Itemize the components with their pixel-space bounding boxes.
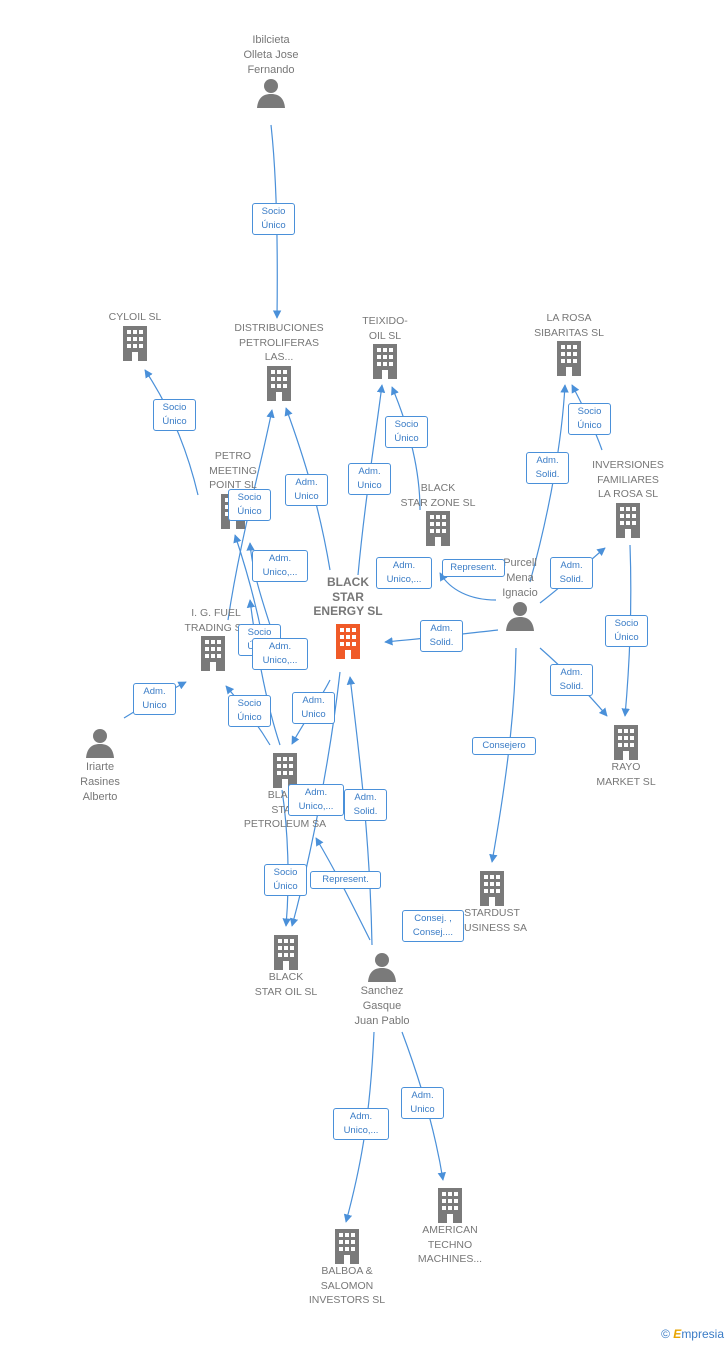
person-node[interactable]: Purcell Mena Ignacio <box>480 556 560 633</box>
node-label: BLACK STAR ENERGY SL <box>313 575 383 618</box>
node-label: I. G. FUEL TRADING SL <box>184 607 247 634</box>
person-icon <box>506 602 534 631</box>
node-label: LA ROSA SIBARITAS SL <box>534 312 604 339</box>
relation-label[interactable]: Adm. Unico,... <box>288 784 344 816</box>
relation-label[interactable]: Adm. Unico <box>348 463 391 495</box>
relation-label[interactable]: Socio Único <box>385 416 428 448</box>
relation-label[interactable]: Represent. <box>310 871 381 889</box>
edge <box>246 542 271 626</box>
relation-label[interactable]: Socio Único <box>228 489 271 521</box>
node-label: BLACK STAR OIL SL <box>254 971 318 998</box>
node-label: AMERICAN TECHNO MACHINES... <box>417 1224 483 1265</box>
company-node[interactable]: I. G. FUEL TRADING SL <box>168 606 264 671</box>
edge <box>439 572 497 601</box>
company-node[interactable]: BLACK STAR OIL SL <box>236 934 336 999</box>
relation-label[interactable]: Adm. Unico <box>285 474 328 506</box>
edge <box>489 647 517 863</box>
company-node[interactable]: RAYO MARKET SL <box>580 724 672 789</box>
building-icon <box>267 365 291 401</box>
node-label: STARDUST BUSINESS SA <box>456 907 528 934</box>
brand-name: mpresia <box>681 1327 724 1341</box>
relation-label[interactable]: Consej. , Consej.... <box>402 910 464 942</box>
building-icon <box>201 636 225 671</box>
relation-label[interactable]: Socio Único <box>153 399 196 431</box>
node-label: BALBOA & SALOMON INVESTORS SL <box>308 1265 386 1306</box>
edge <box>233 534 263 636</box>
node-label: Ibilcieta Olleta Jose Fernando <box>243 34 299 76</box>
company-node[interactable]: CYLOIL SL <box>85 310 185 361</box>
building-icon <box>616 502 640 538</box>
copyright-icon: © <box>661 1327 670 1341</box>
building-icon <box>480 871 504 906</box>
node-label: CYLOIL SL <box>108 311 162 323</box>
node-label: DISTRIBUCIONES PETROLIFERAS LAS... <box>234 322 324 363</box>
relation-label[interactable]: Adm. Unico <box>401 1087 444 1119</box>
relation-label[interactable]: Adm. Unico,... <box>376 557 432 589</box>
relation-label[interactable]: Adm. Solid. <box>550 557 593 589</box>
node-label: PETRO MEETING POINT SL <box>209 450 257 491</box>
node-label: INVERSIONES FAMILIARES LA ROSA SL <box>592 459 664 500</box>
node-label: Purcell Mena Ignacio <box>502 557 538 599</box>
node-label: BLACK STAR ZONE SL <box>400 482 476 509</box>
building-icon <box>438 1188 462 1223</box>
relation-label[interactable]: Consejero <box>472 737 536 755</box>
company-node[interactable]: DISTRIBUCIONES PETROLIFERAS LAS... <box>219 321 339 401</box>
building-icon <box>335 1229 359 1264</box>
building-icon <box>274 935 298 970</box>
building-icon <box>426 511 450 546</box>
person-icon <box>86 729 114 758</box>
person-node[interactable]: Ibilcieta Olleta Jose Fernando <box>216 33 326 110</box>
relation-label[interactable]: Socio Único <box>228 695 271 727</box>
person-node[interactable]: Sanchez Gasque Juan Pablo <box>337 952 427 1029</box>
relation-label[interactable]: Adm. Solid. <box>550 664 593 696</box>
company-node[interactable]: STARDUST BUSINESS SA <box>452 870 532 935</box>
building-icon <box>614 725 638 760</box>
relation-label[interactable]: Socio Único <box>264 864 307 896</box>
relation-label[interactable]: Adm. Solid. <box>526 452 569 484</box>
person-icon <box>368 953 396 982</box>
relation-label[interactable]: Adm. Unico <box>133 683 176 715</box>
person-node[interactable]: Iriarte Rasines Alberto <box>60 728 140 805</box>
company-node[interactable]: BLACK STAR ZONE SL <box>383 481 493 546</box>
relation-label[interactable]: Socio Único <box>605 615 648 647</box>
node-label: TEIXIDO- OIL SL <box>362 315 408 342</box>
brand-logo: © Empresia <box>661 1327 724 1341</box>
building-icon <box>557 341 581 376</box>
company-node[interactable]: TEIXIDO- OIL SL <box>345 314 425 379</box>
building-icon <box>273 753 297 788</box>
person-icon <box>257 79 285 108</box>
main-company-node[interactable]: BLACK STAR ENERGY SL <box>302 575 394 659</box>
relation-label[interactable]: Adm. Unico,... <box>252 638 308 670</box>
node-label: Sanchez Gasque Juan Pablo <box>354 985 410 1027</box>
edge <box>281 789 291 927</box>
edge <box>391 386 421 511</box>
relation-label[interactable]: Adm. Solid. <box>344 789 387 821</box>
relation-label[interactable]: Adm. Unico <box>292 692 335 724</box>
company-node[interactable]: LA ROSA SIBARITAS SL <box>514 311 624 376</box>
relation-label[interactable]: Adm. Unico,... <box>252 550 308 582</box>
node-label: RAYO MARKET SL <box>596 761 656 788</box>
building-icon <box>336 623 360 659</box>
relation-label[interactable]: Adm. Unico,... <box>333 1108 389 1140</box>
building-icon <box>373 344 397 379</box>
node-label: Iriarte Rasines Alberto <box>80 761 120 803</box>
company-node[interactable]: AMERICAN TECHNO MACHINES... <box>404 1187 496 1267</box>
company-node[interactable]: BALBOA & SALOMON INVESTORS SL <box>292 1228 402 1308</box>
relation-label[interactable]: Socio Único <box>568 403 611 435</box>
company-node[interactable]: BLACK STAR PETROLEUM SA <box>230 752 340 832</box>
brand-initial: E <box>673 1327 682 1341</box>
edge <box>315 837 371 941</box>
relation-label[interactable]: Adm. Solid. <box>420 620 463 652</box>
company-node[interactable]: INVERSIONES FAMILIARES LA ROSA SL <box>576 458 680 538</box>
edge <box>246 599 281 746</box>
building-icon <box>123 325 147 361</box>
relation-label[interactable]: Represent. <box>442 559 505 577</box>
relation-label[interactable]: Socio Único <box>252 203 295 235</box>
edge <box>343 1031 375 1223</box>
